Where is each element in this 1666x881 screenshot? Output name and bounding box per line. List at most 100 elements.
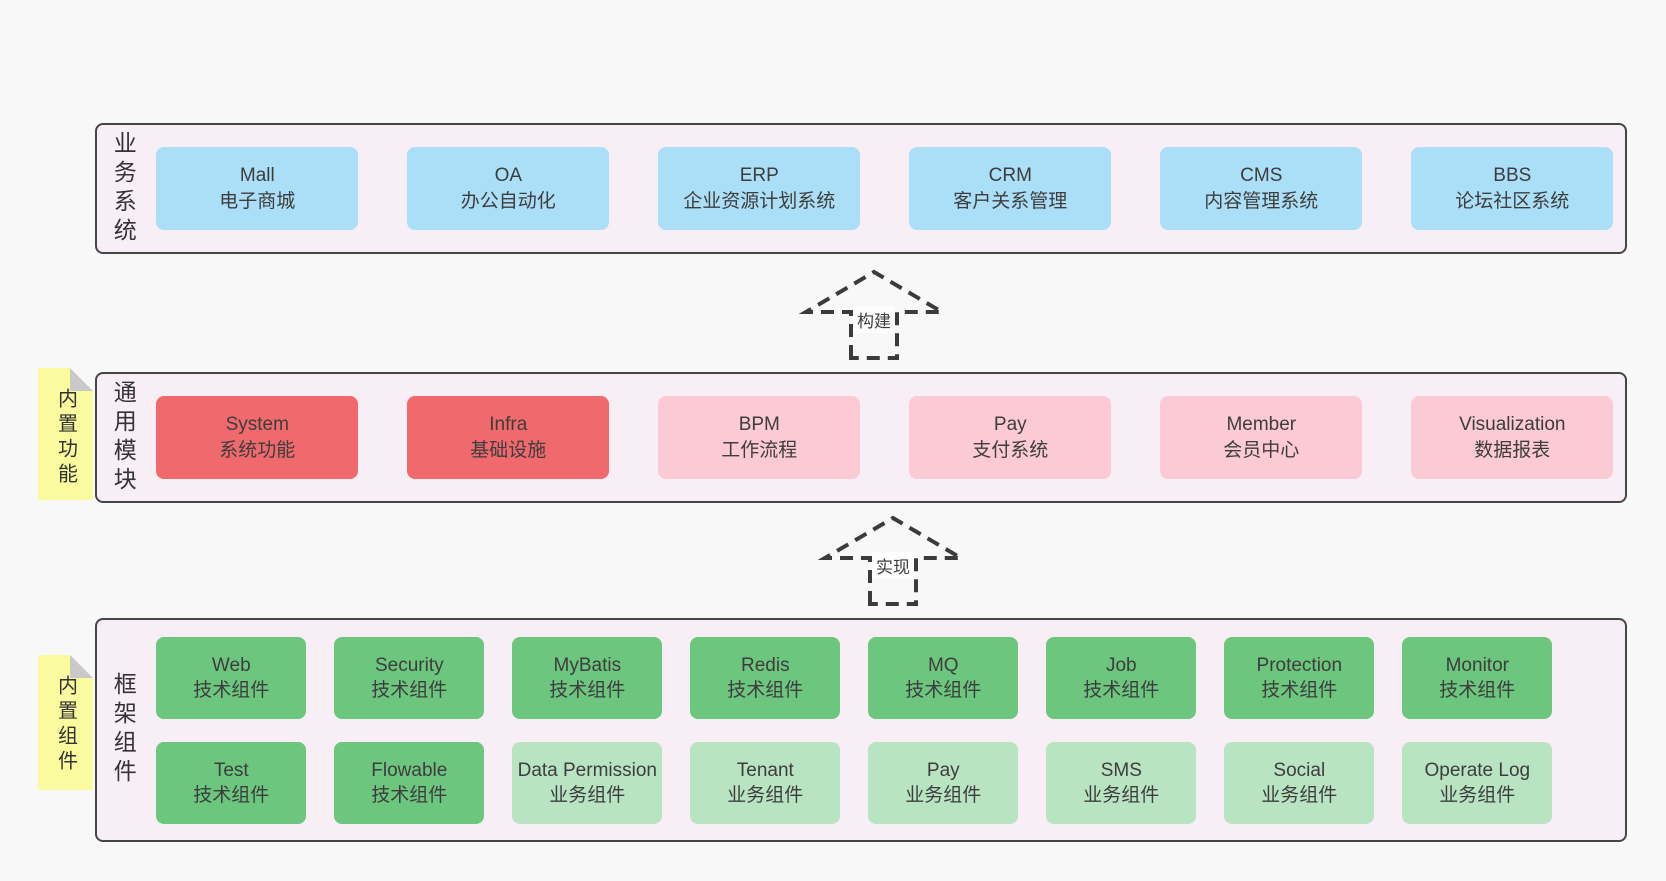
box-title: Security [374,654,444,676]
component-boxes-row-2: Test 技术组件 Flowable 技术组件 Data Permission … [156,741,1553,824]
box-title: Flowable [371,759,448,781]
box-title: Infra [489,413,528,435]
box-subtitle: 数据报表 [1474,439,1551,461]
box-subtitle: 技术组件 [193,784,270,806]
business-boxes-row: Mall 电子商城 OA 办公自动化 ERP 企业资源计划系统 CRM 客户关系… [156,147,1614,230]
box-subtitle: 业务组件 [1261,784,1338,806]
box-social: Social 业务组件 [1224,741,1375,824]
box-title: Tenant [736,759,794,781]
box-title: Member [1226,413,1297,435]
box-subtitle: 内容管理系统 [1204,190,1319,212]
box-title: Test [213,759,249,781]
box-web: Web 技术组件 [156,636,307,719]
box-title: System [225,413,289,435]
implement-arrow-label: 实现 [872,552,914,579]
box-title: MQ [927,654,959,676]
box-subtitle: 业务组件 [1439,784,1516,806]
box-title: Data Permission [517,759,657,781]
box-title: BPM [738,413,780,435]
box-title: Redis [741,654,790,676]
box-title: Pay [926,759,960,781]
box-subtitle: 技术组件 [371,784,448,806]
box-title: MyBatis [553,654,622,676]
box-subtitle: 技术组件 [549,679,626,701]
box-bpm: BPM 工作流程 [658,396,861,479]
sticky-note-label: 内置功能 [54,388,77,488]
box-pay-business: Pay 业务组件 [868,741,1019,824]
box-subtitle: 技术组件 [1083,679,1160,701]
box-subtitle: 企业资源计划系统 [683,190,836,212]
layer-label-components: 框架组件 [110,672,137,788]
build-arrow: 构建 [799,268,949,360]
layer-framework-components: 框架组件 Web 技术组件 Security 技术组件 MyBatis 技术组件… [95,618,1627,842]
implement-arrow: 实现 [818,514,968,606]
build-arrow-label: 构建 [853,306,895,333]
box-erp: ERP 企业资源计划系统 [658,147,861,230]
box-subtitle: 办公自动化 [460,190,556,212]
box-subtitle: 业务组件 [1083,784,1160,806]
box-subtitle: 支付系统 [972,439,1049,461]
sticky-note-built-in-components: 内置组件 [38,655,93,790]
box-subtitle: 业务组件 [905,784,982,806]
box-subtitle: 技术组件 [1261,679,1338,701]
box-pay: Pay 支付系统 [909,396,1112,479]
box-title: Web [211,654,251,676]
box-subtitle: 技术组件 [1439,679,1516,701]
layer-label-modules: 通用模块 [110,379,137,496]
sticky-note-label: 内置组件 [54,675,77,775]
box-title: CRM [988,164,1032,186]
box-title: Operate Log [1424,759,1531,781]
box-mall: Mall 电子商城 [156,147,359,230]
box-job: Job 技术组件 [1046,636,1197,719]
box-tenant: Tenant 业务组件 [690,741,841,824]
layer-label-business: 业务系统 [110,130,137,247]
box-title: Pay [993,413,1027,435]
box-subtitle: 技术组件 [371,679,448,701]
box-title: Social [1273,759,1326,781]
box-subtitle: 客户关系管理 [953,190,1068,212]
box-subtitle: 电子商城 [219,190,296,212]
dashed-up-arrow-icon [818,515,968,606]
box-bbs: BBS 论坛社区系统 [1411,147,1614,230]
layer-common-modules: 通用模块 System 系统功能 Infra 基础设施 BPM 工作流程 Pay… [95,372,1627,503]
box-visualization: Visualization 数据报表 [1411,396,1614,479]
sticky-note-built-in-features: 内置功能 [38,368,93,500]
box-flowable: Flowable 技术组件 [334,741,485,824]
box-title: OA [494,164,523,186]
box-system: System 系统功能 [156,396,359,479]
box-subtitle: 论坛社区系统 [1455,190,1570,212]
box-sms: SMS 业务组件 [1046,741,1197,824]
box-subtitle: 技术组件 [727,679,804,701]
box-title: SMS [1100,759,1142,781]
layer-business-systems: 业务系统 Mall 电子商城 OA 办公自动化 ERP 企业资源计划系统 CRM… [95,123,1627,254]
box-subtitle: 基础设施 [470,439,547,461]
dashed-up-arrow-icon [799,269,949,360]
box-oa: OA 办公自动化 [407,147,610,230]
component-rows: Web 技术组件 Security 技术组件 MyBatis 技术组件 Redi… [156,636,1553,824]
box-data-permission: Data Permission 业务组件 [512,741,663,824]
box-title: BBS [1493,164,1532,186]
box-security: Security 技术组件 [334,636,485,719]
box-title: CMS [1240,164,1283,186]
box-operate-log: Operate Log 业务组件 [1402,741,1553,824]
box-title: Monitor [1445,654,1509,676]
box-protection: Protection 技术组件 [1224,636,1375,719]
box-subtitle: 工作流程 [721,439,798,461]
box-subtitle: 技术组件 [193,679,270,701]
box-title: ERP [739,164,779,186]
box-subtitle: 技术组件 [905,679,982,701]
box-subtitle: 系统功能 [219,439,296,461]
box-crm: CRM 客户关系管理 [909,147,1112,230]
box-title: Job [1105,654,1137,676]
box-subtitle: 会员中心 [1223,439,1300,461]
box-test: Test 技术组件 [156,741,307,824]
box-mq: MQ 技术组件 [868,636,1019,719]
box-infra: Infra 基础设施 [407,396,610,479]
box-mybatis: MyBatis 技术组件 [512,636,663,719]
box-subtitle: 业务组件 [549,784,626,806]
box-redis: Redis 技术组件 [690,636,841,719]
box-title: Protection [1256,654,1343,676]
component-boxes-row-1: Web 技术组件 Security 技术组件 MyBatis 技术组件 Redi… [156,636,1553,719]
box-title: Visualization [1459,413,1566,435]
